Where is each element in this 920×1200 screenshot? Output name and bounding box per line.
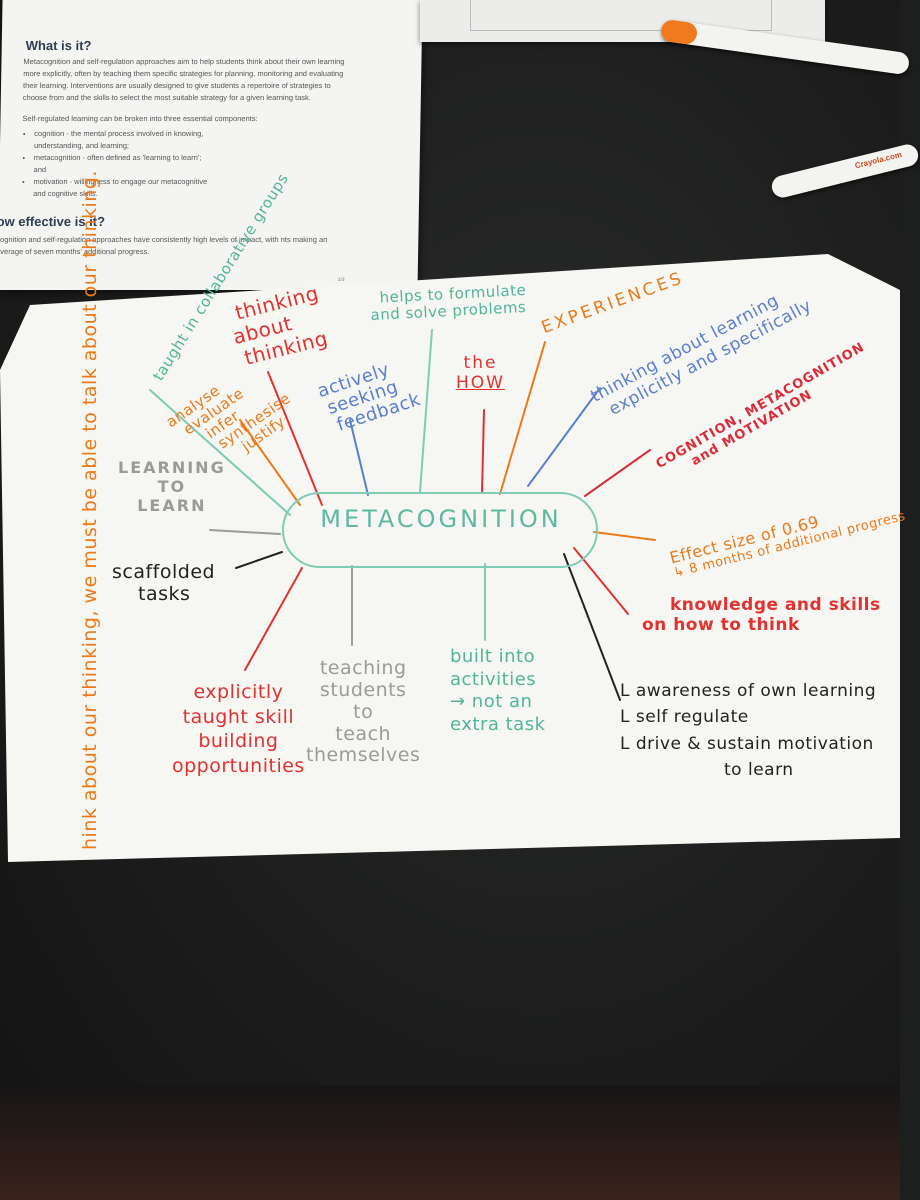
handout-bullet: motivation - willingness to engage our m…	[33, 176, 211, 200]
branch-text-line: L self regulate	[620, 707, 749, 728]
mind-map-poster: METACOGNITION hink about our thinking, w…	[0, 170, 907, 862]
side-note-text: hink about our thinking, we must be able…	[79, 170, 101, 850]
branch-text-line: built into	[450, 646, 536, 667]
branch-text-line: students	[319, 678, 407, 701]
paper-stack-border	[470, 0, 772, 31]
branch-text-line: opportunities	[172, 755, 305, 778]
poster-paper-and-branches	[0, 254, 900, 862]
branch-how: the HOW	[456, 353, 505, 393]
branch-text-line: extra task	[450, 713, 546, 735]
branch-text-line: to	[353, 700, 374, 723]
branch-text-line: knowledge and skills	[670, 595, 881, 615]
branch-text-line: teaching	[319, 657, 407, 679]
branch-awareness: L awareness of own learning L self regul…	[620, 678, 876, 783]
branch-text-line: LEARNING	[118, 458, 226, 477]
branch-text-line: activities	[450, 668, 537, 690]
branch-text-line: TO	[157, 477, 187, 497]
handout-paragraph-components: Self-regulated learning can be broken in…	[22, 114, 258, 123]
branch-text-line: themselves	[306, 744, 421, 767]
branch-text-line: LEARN	[137, 496, 207, 516]
branch-text-line: → not an	[450, 691, 533, 712]
branch-text-line: tasks	[138, 582, 191, 605]
handout-bullet: metacognition - often defined as 'learni…	[33, 152, 211, 176]
branch-line-helps	[419, 329, 433, 493]
branch-line-explicitly-taught	[244, 567, 303, 671]
branch-line-explicitly	[527, 387, 601, 487]
table-edge	[0, 1085, 900, 1200]
branch-text-line: scaffolded	[112, 561, 216, 583]
branch-line-components	[584, 449, 651, 497]
branch-text-line: the	[463, 353, 498, 373]
branch-text-line: taught skill	[182, 705, 295, 728]
branch-text-line: HOW	[456, 372, 505, 393]
branch-knowledge: knowledge and skills on how to think	[642, 595, 881, 635]
handout-paragraph-what: Metacognition and self-regulation approa…	[22, 57, 345, 102]
branch-text-line: to learn	[724, 760, 794, 781]
handout-bullet: cognition - the mental process involved …	[34, 128, 212, 152]
branch-text-line: L drive & sustain motivation	[620, 733, 874, 754]
branch-line-learning	[209, 529, 281, 535]
branch-line-feedback	[349, 419, 369, 496]
branch-text-line: building	[198, 730, 279, 753]
branch-line-analyse	[239, 419, 301, 506]
handout-sheet: What is it? Metacognition and self-regul…	[0, 0, 423, 290]
branch-line-effect	[593, 531, 656, 541]
center-bubble	[282, 492, 598, 568]
branch-learning-to-learn: LEARNING TO LEARN	[118, 458, 226, 516]
branch-teaching: teaching students to teach themselves	[306, 657, 421, 767]
branch-line-groups	[149, 389, 291, 516]
branch-line-thinking	[267, 371, 323, 506]
branch-built-into: built into activities → not an extra tas…	[450, 646, 546, 736]
branch-text-line: L awareness of own learning	[620, 681, 877, 701]
branch-text-line: teach	[335, 722, 392, 745]
branch-text-line: explicitly	[193, 681, 284, 703]
branch-line-awareness	[563, 553, 621, 701]
branch-line-scaffolded	[235, 551, 283, 569]
center-topic: METACOGNITION	[320, 505, 562, 533]
branch-text-line: on how to think	[642, 614, 800, 635]
branch-line-how	[481, 409, 485, 493]
branch-scaffolded: scaffolded tasks	[112, 561, 216, 606]
poster-paper	[0, 254, 900, 862]
handout-heading-what: What is it?	[25, 38, 92, 53]
branch-explicitly-taught: explicitly taught skill building opportu…	[172, 680, 305, 779]
photo-scene: What is it? Metacognition and self-regul…	[0, 0, 900, 1200]
handout-bullet-list: cognition - the mental process involved …	[21, 128, 212, 200]
branch-line-experiences	[499, 341, 546, 495]
